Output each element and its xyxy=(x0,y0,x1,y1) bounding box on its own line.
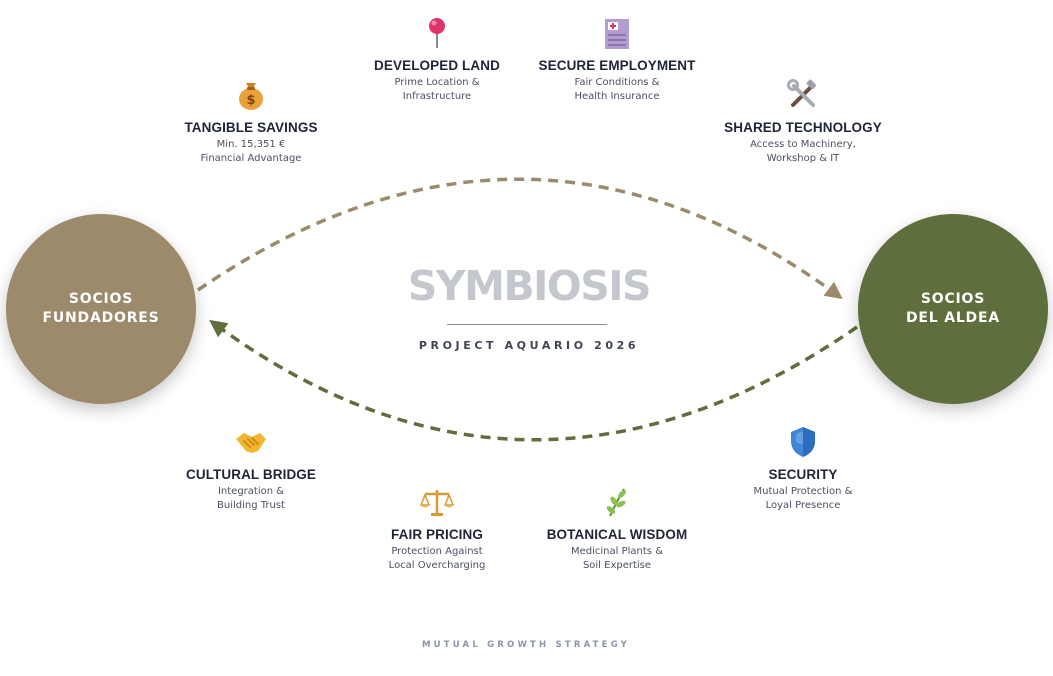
shield-icon xyxy=(791,427,815,457)
benefit-title: FAIR PRICING xyxy=(391,527,483,542)
center-title: SYMBIOSIS xyxy=(407,262,652,310)
benefit-shared-technology: SHARED TECHNOLOGY Access to Machinery, W… xyxy=(703,78,903,166)
benefit-desc: Integration & Building Trust xyxy=(217,486,285,511)
benefit-title: SHARED TECHNOLOGY xyxy=(724,120,882,135)
benefit-title: SECURITY xyxy=(768,467,838,482)
money-bag-icon: $ xyxy=(239,83,263,110)
handshake-icon xyxy=(236,433,266,453)
socios-del-aldea-node: SOCIOS DEL ALDEA xyxy=(858,214,1048,404)
benefit-desc: Access to Machinery, Workshop & IT xyxy=(750,139,856,164)
socios-del-aldea-label: SOCIOS DEL ALDEA xyxy=(906,291,1000,326)
benefit-title: TANGIBLE SAVINGS xyxy=(184,120,318,135)
benefit-title: SECURE EMPLOYMENT xyxy=(538,58,696,73)
benefit-cultural-bridge: CULTURAL BRIDGE Integration & Building T… xyxy=(151,425,351,513)
scales-icon xyxy=(420,490,454,516)
center-divider xyxy=(447,324,607,325)
benefit-title: CULTURAL BRIDGE xyxy=(186,467,316,482)
benefit-desc: Medicinal Plants & Soil Expertise xyxy=(571,546,663,571)
center-subtitle: PROJECT AQUARIO 2026 xyxy=(418,339,640,352)
benefit-security: SECURITY Mutual Protection & Loyal Prese… xyxy=(703,425,903,513)
benefit-secure-employment: SECURE EMPLOYMENT Fair Conditions & Heal… xyxy=(517,16,717,104)
benefit-desc: Protection Against Local Overcharging xyxy=(388,546,486,571)
svg-text:$: $ xyxy=(246,93,255,108)
socios-fundadores-node: SOCIOS FUNDADORES xyxy=(6,214,196,404)
benefit-desc: Fair Conditions & Health Insurance xyxy=(574,77,660,102)
footer-caption: MUTUAL GROWTH STRATEGY xyxy=(421,640,631,650)
benefit-desc: Prime Location & Infrastructure xyxy=(394,77,480,102)
tools-icon xyxy=(787,79,817,107)
benefit-developed-land: DEVELOPED LAND Prime Location & Infrastr… xyxy=(337,16,537,104)
pushpin-icon xyxy=(429,18,445,48)
benefit-desc: Mutual Protection & Loyal Presence xyxy=(753,486,853,511)
benefit-botanical-wisdom: BOTANICAL WISDOM Medicinal Plants & Soil… xyxy=(517,485,717,573)
arrow-village-to-founders xyxy=(209,319,858,442)
hospital-icon xyxy=(605,19,629,49)
arrow-founders-to-village xyxy=(197,177,843,300)
benefit-fair-pricing: FAIR PRICING Protection Against Local Ov… xyxy=(337,485,537,573)
benefit-tangible-savings: $ TANGIBLE SAVINGS Min. 15,351 € Financi… xyxy=(151,78,351,166)
herb-icon xyxy=(606,488,626,517)
socios-fundadores-label: SOCIOS FUNDADORES xyxy=(42,291,160,326)
benefit-title: BOTANICAL WISDOM xyxy=(546,527,688,542)
benefit-desc: Min. 15,351 € Financial Advantage xyxy=(200,139,302,164)
benefit-title: DEVELOPED LAND xyxy=(374,58,500,73)
